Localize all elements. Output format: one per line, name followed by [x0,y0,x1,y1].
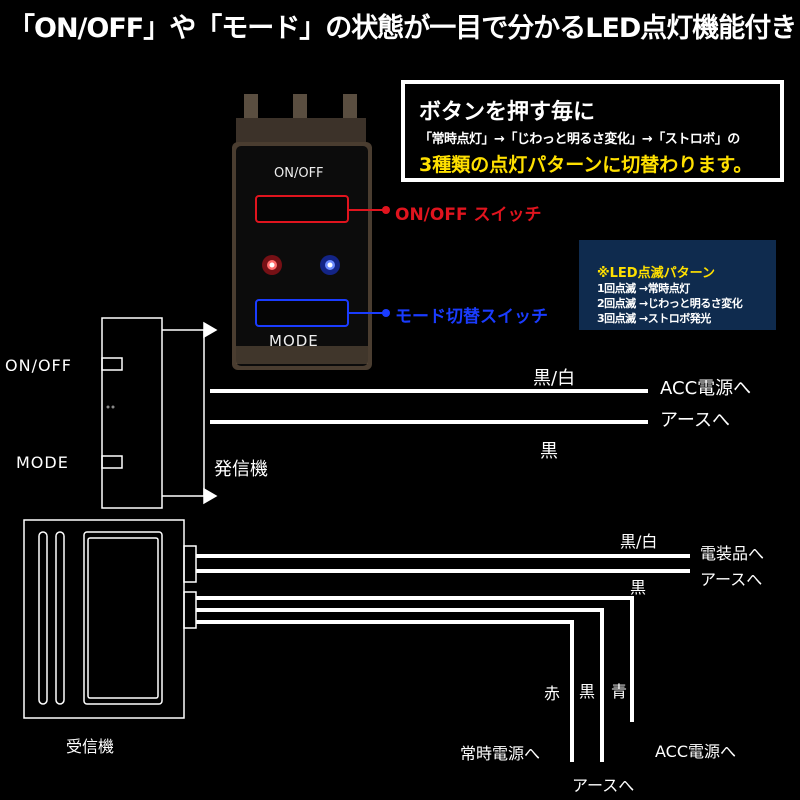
transmitter-mode-label: MODE [16,453,69,472]
info-callout: ボタンを押す毎に 「常時点灯」→「じわっと明るさ変化」→「ストロボ」の 3種類の… [401,80,784,182]
receiver-in-black-dest: アースへ [572,776,635,795]
mode-button-outline [255,299,349,327]
receiver-wire-blue [196,596,634,722]
receiver-in-blue: 青 [611,682,628,701]
receiver-out1-color: 黒/白 [620,532,658,551]
pattern-item: 1回点滅 →常時点灯 [597,282,690,295]
callout-line3: 3種類の点灯パターンに切替わります。 [419,154,753,176]
led-pattern-box: ※LED点滅パターン 1回点滅 →常時点灯 2回点滅 →じわっと明るさ変化 3回… [579,240,776,330]
pattern-item: 2回点滅 →じわっと明るさ変化 [597,297,743,310]
receiver-out1-dest: 電装品へ [700,544,765,563]
receiver-in-red: 赤 [544,684,561,703]
transmitter-wire1-color: 黒/白 [533,368,576,389]
receiver-name: 受信機 [66,737,115,756]
receiver-outline [23,519,197,719]
transmitter-name: 発信機 [214,459,268,480]
receiver-out2-dest: アースへ [700,570,763,589]
receiver-out2-color: 黒 [630,578,647,597]
mode-pointer-dot [382,309,390,317]
receiver-in-red-dest: 常時電源へ [460,744,541,763]
transmitter-wire2-color: 黒 [540,441,558,462]
onoff-switch-callout: ON/OFF スイッチ [395,205,542,225]
receiver-wire-red [196,620,574,762]
onoff-pointer-dot [382,206,390,214]
transmitter-wire2-dest: アースへ [660,410,731,431]
callout-line2: 「常時点灯」→「じわっと明るさ変化」→「ストロボ」の [419,132,740,147]
callout-line1: ボタンを押す毎に [419,100,596,125]
rocker-switch [232,94,372,370]
switch-mode-label: MODE [269,332,319,350]
onoff-button-outline [255,195,349,223]
pattern-item: 3回点滅 →ストロボ発光 [597,312,711,325]
receiver-in-black: 黒 [579,682,596,701]
transmitter-outline [101,317,218,509]
pattern-title: ※LED点滅パターン [597,266,715,281]
transmitter-onoff-label: ON/OFF [5,356,72,375]
receiver-in-blue-dest: ACC電源へ [655,742,737,761]
receiver-wire-black [196,608,604,762]
switch-onoff-label: ON/OFF [274,166,324,181]
mode-switch-callout: モード切替スイッチ [395,307,548,327]
transmitter-wire1-dest: ACC電源へ [660,378,752,399]
headline: 「ON/OFF」や「モード」の状態が一目で分かるLED点灯機能付き [8,13,797,44]
